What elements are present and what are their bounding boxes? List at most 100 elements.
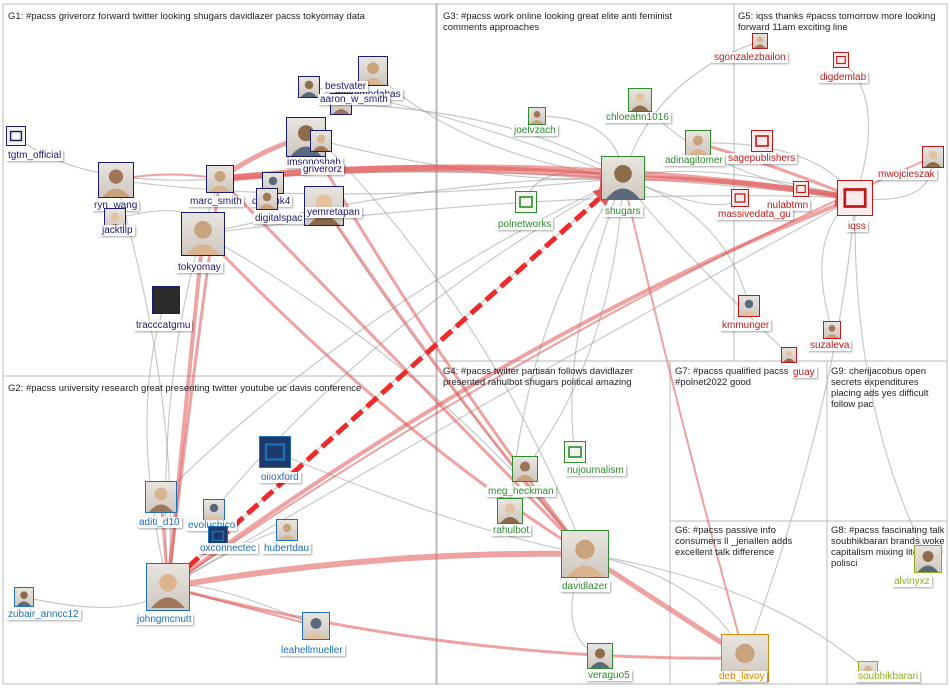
sagepublishers-avatar[interactable] [751, 130, 773, 152]
group-title-g1: G1: #pacss griverorz forward twitter loo… [8, 11, 365, 22]
aaron-w-smith-label: aaron_w_smith [318, 94, 390, 105]
chloeahn1016-avatar[interactable] [628, 88, 652, 112]
logo-icon [211, 530, 225, 542]
kmmunger-avatar[interactable] [738, 295, 760, 317]
hubertdau-avatar[interactable] [276, 519, 298, 541]
edge [621, 40, 761, 180]
zubair-anncc12-avatar[interactable] [14, 587, 34, 607]
iqss-avatar[interactable] [837, 180, 873, 216]
ryn-wang-avatar[interactable] [98, 162, 134, 198]
meltemodabas-avatar[interactable] [358, 56, 388, 86]
jacktllp-label: jacktllp [100, 225, 135, 236]
digitalspace-avatar[interactable] [256, 188, 278, 210]
aditi-d10-avatar[interactable] [145, 481, 177, 513]
group-title-g5: G5: iqss thanks #pacss tomorrow more loo… [738, 11, 936, 33]
adinagitomer-label: adinagitomer [663, 155, 725, 166]
edge [320, 140, 587, 556]
yemretapan-label: yemretapan [305, 207, 362, 218]
edge [840, 59, 870, 200]
tracccatgmu-avatar[interactable] [152, 286, 180, 314]
edge [274, 451, 587, 557]
person-icon [515, 461, 535, 481]
edge [160, 177, 625, 498]
leahellmueller-avatar[interactable] [302, 612, 330, 640]
griverorz-label: griverorz [301, 164, 344, 175]
group-title-g3: G3: #pacss work online looking great eli… [443, 11, 673, 33]
person-icon [783, 350, 795, 362]
bestvater-avatar[interactable] [298, 76, 320, 98]
red-edges [115, 131, 935, 665]
sgonzalezbailon-avatar[interactable] [752, 33, 768, 49]
massivedata-gu-avatar[interactable] [731, 189, 749, 207]
veraguo5-label: veraguo5 [586, 670, 632, 681]
mwojcieszak-avatar[interactable] [922, 146, 944, 168]
davidlazer-label: davidlazer [560, 581, 610, 592]
logo-icon [264, 443, 286, 461]
group-box [2, 375, 437, 685]
person-icon [566, 539, 604, 577]
group-title-g8: G8: #pacss fascinating talk soubhikbarar… [831, 525, 945, 569]
davidlazer-avatar[interactable] [561, 530, 609, 578]
person-icon [186, 220, 220, 255]
suzaleva-label: suzaleva [808, 340, 852, 351]
mwojcieszak-label: mwojcieszak [876, 169, 937, 180]
edge [524, 176, 626, 470]
edge [115, 175, 625, 195]
oiioxford-avatar[interactable] [259, 436, 291, 468]
imsonoshah-label: imsonoshah [285, 157, 343, 168]
yemretapan-avatar[interactable] [304, 186, 344, 226]
oiioxford-label: oiioxford [259, 472, 301, 483]
sagepublishers-label: sagepublishers [726, 153, 798, 164]
highlight-edge [697, 141, 858, 200]
griverorz-avatar[interactable] [310, 130, 332, 152]
tokyomay-avatar[interactable] [181, 212, 225, 256]
highlight-edge [167, 155, 935, 588]
johngmcnutt-label: johngmcnutt [135, 614, 194, 625]
edge [821, 197, 856, 331]
person-icon [16, 591, 32, 606]
person-icon [688, 135, 708, 155]
nulabtmn-avatar[interactable] [793, 181, 809, 197]
polnetworks-avatar[interactable] [515, 191, 537, 213]
joelvzach-avatar[interactable] [528, 107, 546, 125]
johngmcnutt-avatar[interactable] [146, 563, 190, 611]
veraguo5-avatar[interactable] [587, 643, 613, 669]
soubhikbarari-label: soubhikbarari [856, 671, 921, 682]
marc-smith-avatar[interactable] [206, 165, 234, 193]
tokyomay-label: tokyomay [176, 262, 223, 273]
digitalspace-label: digitalspac [253, 213, 305, 224]
tgtm-official-label: tgtm_official [6, 150, 64, 161]
guay-label: guay [791, 367, 817, 378]
nujournalism-label: nujournalism [565, 465, 626, 476]
rahulbot-avatar[interactable] [497, 498, 523, 524]
alvinyxz-avatar[interactable] [914, 545, 942, 573]
person-icon [151, 573, 185, 608]
logo-icon [796, 184, 806, 194]
evoluchico-label: evoluchico [186, 520, 238, 531]
shugars-label: shugars [603, 206, 643, 217]
person-icon [149, 487, 173, 512]
logo-icon [568, 446, 582, 458]
person-icon [209, 170, 231, 192]
evoluchico-avatar[interactable] [203, 499, 225, 521]
meg-heckman-label: meg_heckman [486, 486, 556, 497]
tgtm-official-avatar[interactable] [6, 126, 26, 146]
person-icon [102, 169, 130, 197]
adinagitomer-avatar[interactable] [685, 130, 711, 156]
suzaleva-avatar[interactable] [823, 321, 841, 339]
digdemlab-avatar[interactable] [833, 52, 849, 68]
guay-avatar[interactable] [781, 347, 797, 363]
edge [744, 196, 858, 659]
shugars-avatar[interactable] [601, 156, 645, 200]
hubertdau-label: hubertdau [262, 543, 312, 554]
iqss-label: iqss [846, 221, 868, 232]
highlight-edge [322, 205, 587, 556]
edge [583, 551, 869, 672]
nujournalism-avatar[interactable] [564, 441, 586, 463]
meg-heckman-avatar[interactable] [512, 456, 538, 482]
sgonzalezbailon-label: sgonzalezbailon [712, 52, 788, 63]
group-title-g9: G9: cherijacobus open secrets expenditur… [831, 366, 929, 410]
oxconnected-label: oxconnectec [198, 543, 259, 554]
person-icon [206, 503, 222, 520]
